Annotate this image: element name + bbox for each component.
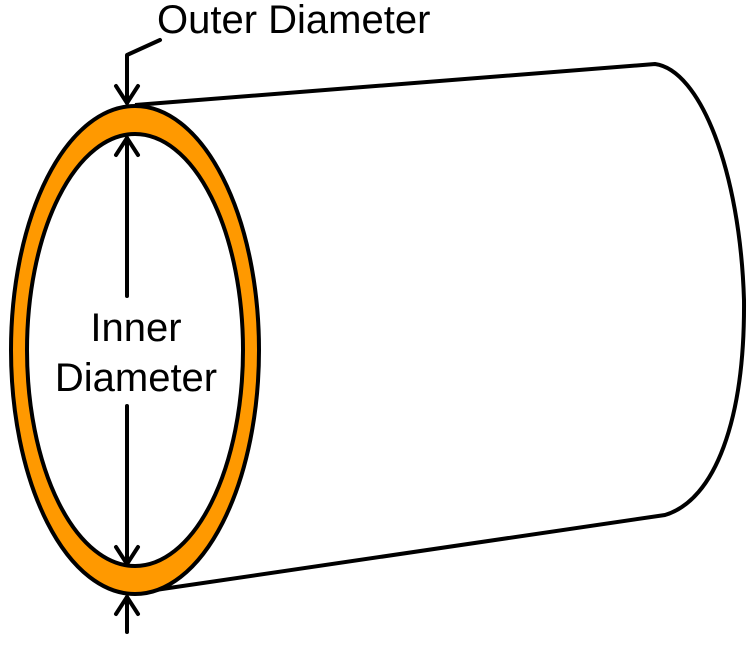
cylinder-body xyxy=(134,62,747,595)
pipe-cylinder xyxy=(134,62,747,595)
inner-arrow-top-head xyxy=(114,136,140,157)
outer-top-arrowhead xyxy=(114,84,140,105)
outer-diameter-label: Outer Diameter xyxy=(157,0,430,42)
outer-diameter-indicator xyxy=(114,38,162,634)
inner-diameter-label-line1: Inner xyxy=(90,306,181,350)
outer-top-leader xyxy=(125,38,162,105)
inner-diameter-label-line2: Diameter xyxy=(55,356,217,400)
inner-arrow-bottom-head xyxy=(114,545,140,566)
outer-bottom-arrowhead xyxy=(114,595,140,616)
inner-ellipse xyxy=(25,132,245,568)
inner-diameter-indicator xyxy=(114,136,140,566)
pipe-end-ring xyxy=(9,104,261,596)
